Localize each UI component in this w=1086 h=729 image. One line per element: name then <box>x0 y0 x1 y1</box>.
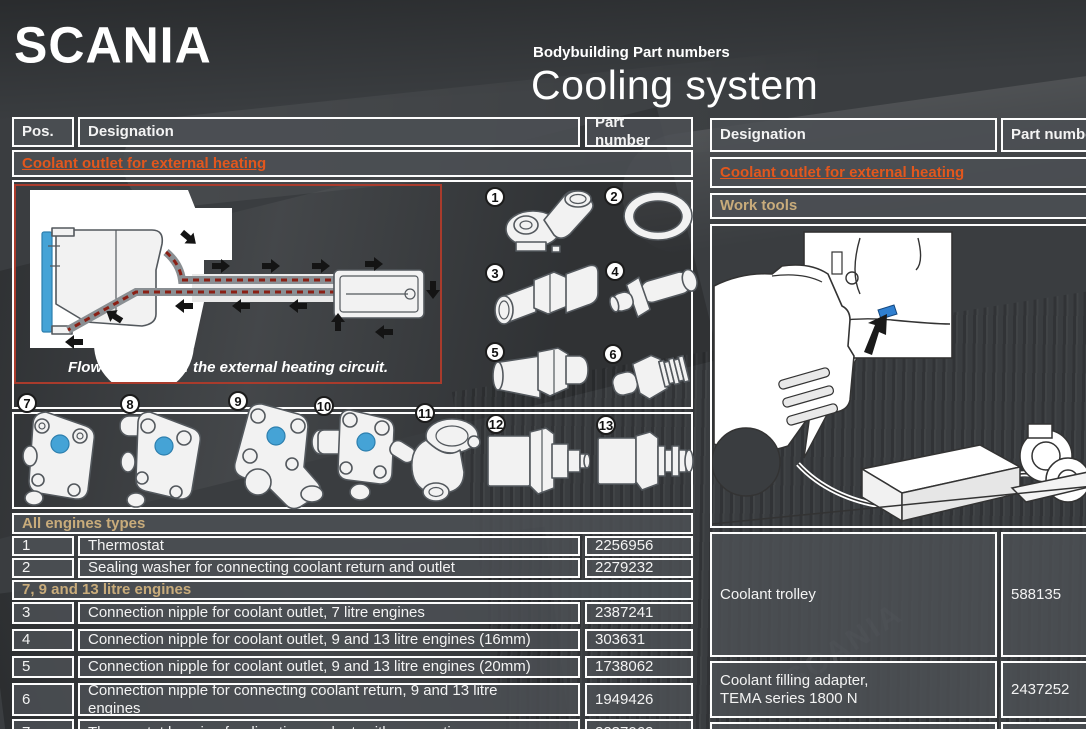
row-1-part-number: 2256956 <box>585 536 693 556</box>
row-3-pos: 3 <box>12 602 74 624</box>
part-4-connection-nipple-illustration <box>608 254 698 339</box>
part-badge-9: 9 <box>228 391 248 411</box>
row-2-part-number: 2279232 <box>585 558 693 578</box>
part-badge-10: 10 <box>314 396 334 416</box>
row-7-part-number: 2237062 <box>585 719 693 729</box>
row-4-part-number: 303631 <box>585 629 693 651</box>
work-tool-row-adapter-designation: Coolant filling adapter, TEMA series 180… <box>710 661 997 718</box>
row-7-pos: 7 <box>12 719 74 729</box>
part-badge-1: 1 <box>485 187 505 207</box>
col-header-pos: Pos. <box>12 117 74 147</box>
row-6-part-number: 1949426 <box>585 683 693 716</box>
work-tool-row-clipped-designation <box>710 722 997 729</box>
header-kicker: Bodybuilding Part numbers <box>533 44 730 61</box>
part-badge-12: 12 <box>486 414 506 434</box>
row-4-designation: Connection nipple for coolant outlet, 9 … <box>78 629 580 651</box>
row-5-part-number: 1738062 <box>585 656 693 678</box>
link-row: Coolant outlet for external heating <box>12 150 693 177</box>
part-badge-7: 7 <box>17 393 37 413</box>
section-header-work-tools: Work tools <box>710 193 1086 219</box>
part-2-sealing-washer-illustration <box>620 190 696 247</box>
col-header-designation: Designation <box>78 117 580 147</box>
part-9-housing-illustration <box>222 398 330 517</box>
part-12-union-connector-illustration <box>486 424 591 501</box>
part-badge-5: 5 <box>485 342 505 362</box>
illustration-row-1 <box>12 180 693 409</box>
part-7-housing-illustration <box>14 404 114 515</box>
coolant-outlet-link[interactable]: Coolant outlet for external heating <box>22 154 267 172</box>
part-badge-8: 8 <box>120 394 140 414</box>
page-title: Cooling system <box>531 62 819 108</box>
truck-coolant-trolley-illustration <box>712 231 1086 525</box>
row-3-part-number: 2387241 <box>585 602 693 624</box>
part-badge-6: 6 <box>603 344 623 364</box>
work-tools-illustration-cell <box>710 224 1086 528</box>
scania-logo: SCANIA <box>14 16 212 74</box>
row-3-designation: Connection nipple for coolant outlet, 7 … <box>78 602 580 624</box>
col-header-part-number: Part number <box>585 114 693 149</box>
part-13-union-connector-illustration <box>596 428 696 497</box>
part-10-housing-illustration <box>308 402 416 507</box>
row-6-pos: 6 <box>12 683 74 716</box>
row-1-pos: 1 <box>12 536 74 556</box>
part-badge-4: 4 <box>605 261 625 281</box>
part-badge-13: 13 <box>596 415 616 435</box>
row-5-designation: Connection nipple for coolant outlet, 9 … <box>78 656 580 678</box>
part-1-thermostat-illustration <box>500 184 598 263</box>
section-header-7-9-13-litre: 7, 9 and 13 litre engines <box>12 580 693 600</box>
work-tool-row-clipped-part-number <box>1001 722 1086 729</box>
part-11-elbow-housing-illustration <box>402 412 484 507</box>
radiator-blue-bar <box>41 231 53 333</box>
right-coolant-outlet-link[interactable]: Coolant outlet for external heating <box>720 163 965 181</box>
right-col-header-designation: Designation <box>710 118 997 152</box>
part-badge-3: 3 <box>485 263 505 283</box>
work-tool-row-trolley-part-number: 588135 <box>1001 532 1086 657</box>
row-4-pos: 4 <box>12 629 74 651</box>
row-2-pos: 2 <box>12 558 74 578</box>
right-col-header-part-number: Part number <box>1001 118 1086 152</box>
row-6-designation: Connection nipple for connecting coolant… <box>78 682 580 717</box>
section-header-all-engine-types: All engines types <box>12 513 693 534</box>
row-7-designation: Thermostat housing for directing coolant… <box>78 719 580 729</box>
right-link-row: Coolant outlet for external heating <box>710 157 1086 188</box>
part-badge-11: 11 <box>415 403 435 423</box>
flow-diagram-image <box>30 190 440 394</box>
part-5-connection-nipple-illustration <box>492 336 592 409</box>
flow-diagram: Flow overview of the external heating ci… <box>14 184 442 394</box>
part-8-housing-illustration <box>112 404 217 515</box>
part-6-threaded-nipple-illustration <box>606 340 696 417</box>
part-3-connection-nipple-illustration <box>492 258 604 337</box>
row-1-designation: Thermostat <box>78 536 580 556</box>
row-5-pos: 5 <box>12 656 74 678</box>
flow-caption: Flow overview of the external heating ci… <box>67 359 389 376</box>
row-2-designation: Sealing washer for connecting coolant re… <box>78 558 580 578</box>
work-tool-row-trolley-designation: Coolant trolley <box>710 532 997 657</box>
work-tool-row-adapter-part-number: 2437252 <box>1001 661 1086 718</box>
part-badge-2: 2 <box>604 186 624 206</box>
